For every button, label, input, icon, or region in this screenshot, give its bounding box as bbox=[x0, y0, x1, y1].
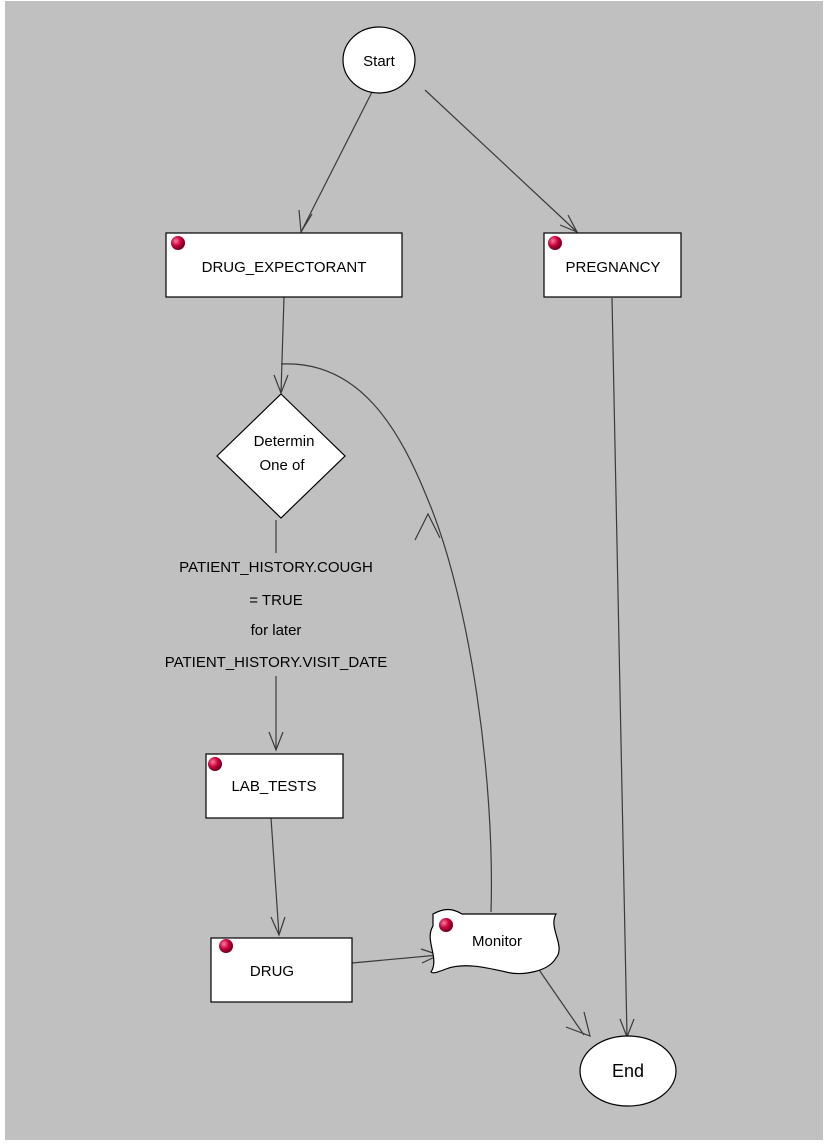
edge-drug-expectorant-to-decision bbox=[280, 296, 285, 394]
arrowhead-end-from-monitor bbox=[565, 1011, 591, 1037]
status-dot-icon bbox=[548, 236, 562, 250]
arrowhead-pregnancy bbox=[559, 214, 579, 234]
condition-line-1: PATIENT_HISTORY.COUGH bbox=[179, 559, 373, 576]
drug-expectorant-label: DRUG_EXPECTORANT bbox=[202, 259, 367, 276]
decision-label-line2: One of bbox=[259, 457, 305, 474]
decision-label-line1: Determin bbox=[254, 433, 315, 450]
edge-start-to-pregnancy bbox=[424, 89, 578, 233]
drug-node[interactable]: DRUG bbox=[210, 937, 353, 1003]
arrowhead-decision bbox=[273, 374, 289, 395]
edge-start-to-drug-expectorant bbox=[300, 91, 373, 233]
arrowhead-drug-expectorant bbox=[298, 209, 313, 234]
edges bbox=[268, 89, 635, 1039]
edge-pregnancy-to-end bbox=[611, 297, 628, 1038]
condition-line-2: = TRUE bbox=[249, 592, 303, 609]
end-label: End bbox=[612, 1061, 644, 1081]
pregnancy-label: PREGNANCY bbox=[565, 259, 660, 276]
lab-tests-node[interactable]: LAB_TESTS bbox=[205, 753, 344, 819]
end-node[interactable]: End bbox=[579, 1035, 677, 1107]
arrowhead-drug bbox=[270, 916, 286, 937]
pregnancy-node[interactable]: PREGNANCY bbox=[543, 232, 682, 298]
edge-monitor-to-end bbox=[534, 963, 585, 1036]
monitor-node[interactable]: Monitor bbox=[429, 908, 560, 975]
status-dot-icon bbox=[219, 939, 233, 953]
drug-label: DRUG bbox=[250, 963, 294, 980]
diagram-canvas bbox=[5, 1, 823, 1140]
edge-lab-tests-to-drug bbox=[270, 817, 280, 936]
start-label: Start bbox=[363, 53, 396, 70]
monitor-label: Monitor bbox=[472, 933, 522, 950]
drug-expectorant-node[interactable]: DRUG_EXPECTORANT bbox=[165, 232, 403, 298]
start-node[interactable]: Start bbox=[342, 26, 416, 94]
decision-node[interactable]: Determin One of bbox=[216, 393, 346, 519]
arrowhead-loop bbox=[414, 512, 441, 541]
lab-tests-label: LAB_TESTS bbox=[231, 778, 316, 795]
condition-label: PATIENT_HISTORY.COUGH = TRUE for later P… bbox=[165, 559, 388, 671]
status-dot-icon bbox=[439, 918, 453, 932]
condition-line-3: for later bbox=[251, 622, 302, 639]
edge-drug-to-monitor bbox=[351, 954, 440, 964]
arrowhead-lab-tests bbox=[268, 731, 284, 752]
status-dot-icon bbox=[208, 757, 222, 771]
status-dot-icon bbox=[171, 236, 185, 250]
edge-monitor-loop bbox=[280, 363, 492, 913]
condition-line-4: PATIENT_HISTORY.VISIT_DATE bbox=[165, 654, 388, 671]
